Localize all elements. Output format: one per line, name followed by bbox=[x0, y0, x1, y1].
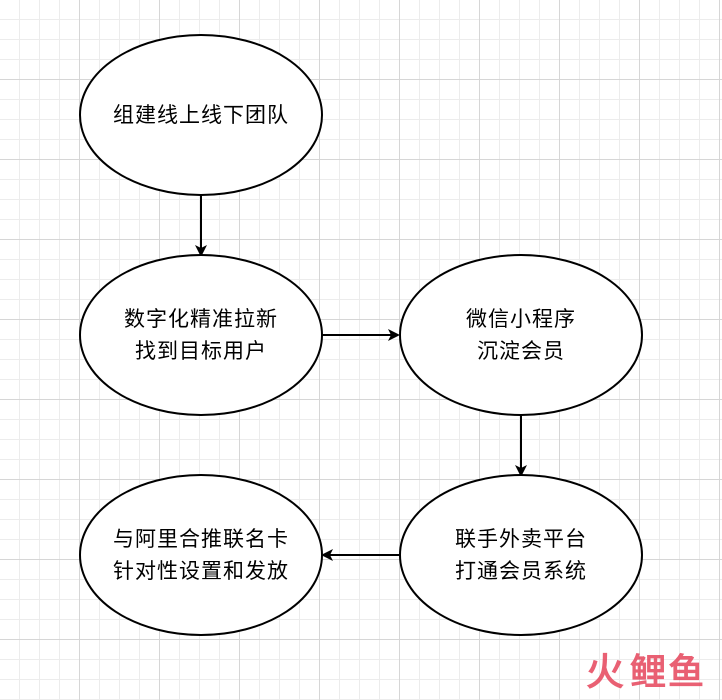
node-alibaba-shape[interactable] bbox=[79, 474, 323, 636]
watermark-mark: 火 bbox=[585, 650, 626, 694]
node-team-shape[interactable] bbox=[79, 34, 323, 196]
watermark-logo: 火 鲤鱼 bbox=[586, 641, 706, 696]
node-digital-shape[interactable] bbox=[79, 254, 323, 416]
node-wechat-shape[interactable] bbox=[399, 254, 643, 416]
node-delivery-shape[interactable] bbox=[399, 474, 643, 636]
watermark-text: 鲤鱼 bbox=[629, 651, 706, 693]
